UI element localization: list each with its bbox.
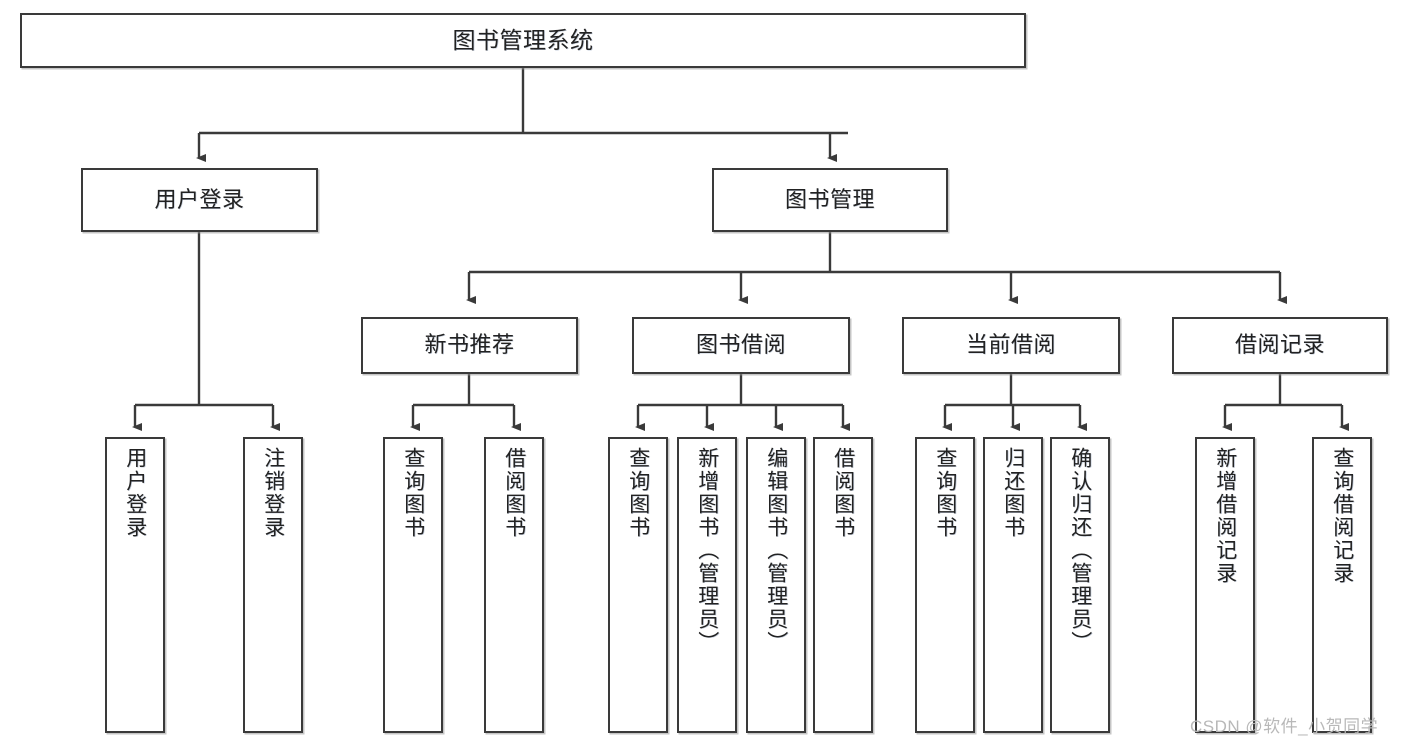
node-new-book-recommend[interactable]: 新书推荐 [361,317,578,374]
node-label: 用户登录 [154,186,245,212]
node-user-login[interactable]: 用户登录 [81,168,318,232]
node-label: 查询图书 [626,447,650,539]
leaf-add-book-admin[interactable]: 新增图书（管理员） [677,437,737,733]
node-label: 新书推荐 [424,332,515,358]
node-label: 图书借阅 [695,332,786,358]
leaf-query-borrow-record[interactable]: 查询借阅记录 [1312,437,1372,733]
node-borrow-records[interactable]: 借阅记录 [1172,317,1388,374]
node-label: 查询图书 [401,447,425,539]
node-book-management[interactable]: 图书管理 [712,168,948,232]
node-label: 图书管理 [784,186,875,212]
node-label: 归还图书 [1001,447,1025,539]
leaf-confirm-return-admin[interactable]: 确认归还（管理员） [1050,437,1110,733]
leaf-query-book-borrow[interactable]: 查询图书 [608,437,668,733]
node-label: 当前借阅 [965,332,1056,358]
leaf-logout[interactable]: 注销登录 [243,437,303,733]
node-label: 借阅记录 [1234,332,1325,358]
node-label: 编辑图书（管理员） [764,447,788,654]
node-label: 借阅图书 [502,447,526,539]
node-label: 图书管理系统 [452,26,594,53]
node-label: 注销登录 [261,447,285,539]
leaf-borrow-book-new[interactable]: 借阅图书 [484,437,544,733]
node-label: 新增图书（管理员） [695,447,719,654]
node-book-borrow[interactable]: 图书借阅 [632,317,850,374]
leaf-borrow-book[interactable]: 借阅图书 [813,437,873,733]
node-label: 新增借阅记录 [1213,447,1237,585]
node-label: 确认归还（管理员） [1068,447,1092,654]
node-label: 查询借阅记录 [1330,447,1354,585]
node-root-system[interactable]: 图书管理系统 [20,13,1026,68]
leaf-return-book[interactable]: 归还图书 [983,437,1043,733]
node-label: 用户登录 [123,447,147,539]
node-current-borrow[interactable]: 当前借阅 [902,317,1120,374]
node-label: 查询图书 [933,447,957,539]
csdn-watermark: CSDN @软件_小贺同学 [1190,717,1379,736]
leaf-user-login[interactable]: 用户登录 [105,437,165,733]
leaf-edit-book-admin[interactable]: 编辑图书（管理员） [746,437,806,733]
leaf-query-book-new[interactable]: 查询图书 [383,437,443,733]
node-label: 借阅图书 [831,447,855,539]
leaf-query-book-current[interactable]: 查询图书 [915,437,975,733]
leaf-add-borrow-record[interactable]: 新增借阅记录 [1195,437,1255,733]
